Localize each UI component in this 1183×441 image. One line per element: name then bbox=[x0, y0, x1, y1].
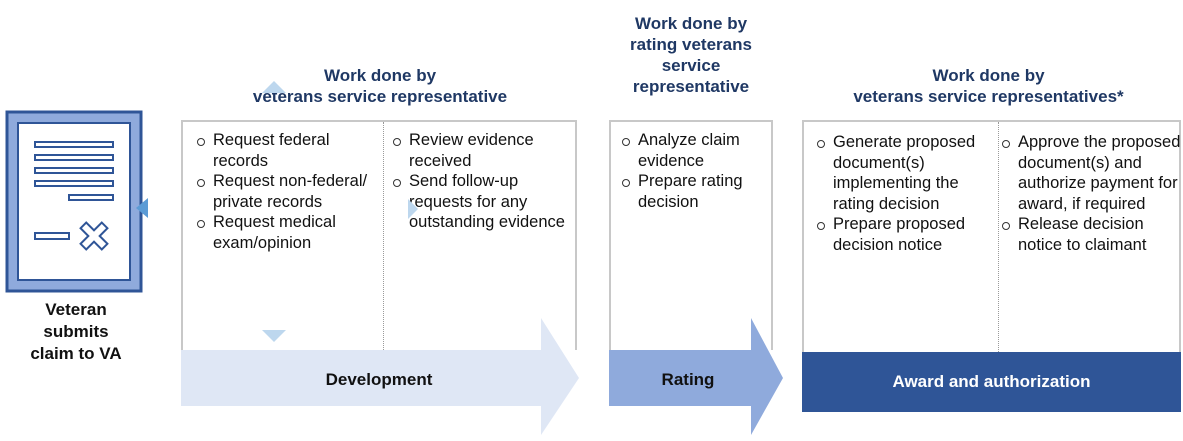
heading-line: Work done by bbox=[932, 66, 1045, 85]
rating-phase-arrow bbox=[609, 318, 784, 441]
list-item: Send follow-up requests for any outstand… bbox=[392, 171, 572, 233]
development-tasks-col2: Review evidence received Send follow-up … bbox=[392, 130, 572, 233]
column-divider bbox=[998, 122, 999, 354]
heading-line: rating veterans bbox=[630, 35, 752, 54]
heading-line: representative bbox=[632, 77, 750, 96]
veteran-label-line: claim to VA bbox=[30, 344, 122, 363]
list-item: Request federal records bbox=[196, 130, 379, 171]
connector-arrowhead bbox=[136, 198, 148, 223]
list-item: Request non-federal/ private records bbox=[196, 171, 379, 212]
veteran-label-line: Veteran bbox=[45, 300, 107, 319]
rating-heading: Work done by rating veterans service rep… bbox=[605, 13, 777, 97]
heading-line: veterans service representatives* bbox=[853, 87, 1124, 106]
column-divider bbox=[383, 122, 384, 350]
list-item: Approve the proposed document(s) and aut… bbox=[1001, 132, 1183, 214]
list-item: Generate proposed document(s) implementi… bbox=[816, 132, 996, 214]
list-item: Prepare rating decision bbox=[621, 171, 771, 212]
award-heading: Work done by veterans service representa… bbox=[796, 65, 1181, 107]
development-heading: Work done by veterans service representa… bbox=[186, 65, 574, 107]
up-triangle-icon bbox=[262, 80, 286, 98]
right-triangle-icon bbox=[408, 199, 418, 224]
heading-line: veterans service representative bbox=[252, 87, 508, 106]
award-tasks-col1: Generate proposed document(s) implementi… bbox=[816, 132, 996, 255]
list-item: Prepare proposed decision notice bbox=[816, 214, 996, 255]
list-item: Analyze claim evidence bbox=[621, 130, 771, 171]
veteran-label-line: submits bbox=[43, 322, 109, 341]
award-phase-label: Award and authorization bbox=[892, 372, 1091, 391]
development-task-box: Request federal records Request non-fede… bbox=[181, 120, 577, 350]
rating-phase-label: Rating bbox=[661, 370, 715, 389]
veteran-submits-label: Veteran submits claim to VA bbox=[0, 299, 152, 365]
award-phase-bar bbox=[802, 352, 1181, 412]
list-item: Release decision notice to claimant bbox=[1001, 214, 1183, 255]
list-item: Review evidence received bbox=[392, 130, 572, 171]
down-triangle-icon bbox=[262, 329, 286, 347]
development-phase-label: Development bbox=[325, 370, 433, 389]
development-phase-arrow bbox=[181, 318, 581, 441]
heading-line: Work done by bbox=[634, 14, 748, 33]
rating-task-box: Analyze claim evidence Prepare rating de… bbox=[609, 120, 773, 350]
claim-form-icon bbox=[5, 110, 145, 295]
heading-line: service bbox=[661, 56, 721, 75]
list-item: Request medical exam/opinion bbox=[196, 212, 379, 253]
award-task-box: Generate proposed document(s) implementi… bbox=[802, 120, 1181, 354]
rating-tasks-col1: Analyze claim evidence Prepare rating de… bbox=[621, 130, 771, 212]
heading-line: Work done by bbox=[323, 66, 437, 85]
award-tasks-col2: Approve the proposed document(s) and aut… bbox=[1001, 132, 1183, 255]
development-tasks-col1: Request federal records Request non-fede… bbox=[196, 130, 379, 253]
